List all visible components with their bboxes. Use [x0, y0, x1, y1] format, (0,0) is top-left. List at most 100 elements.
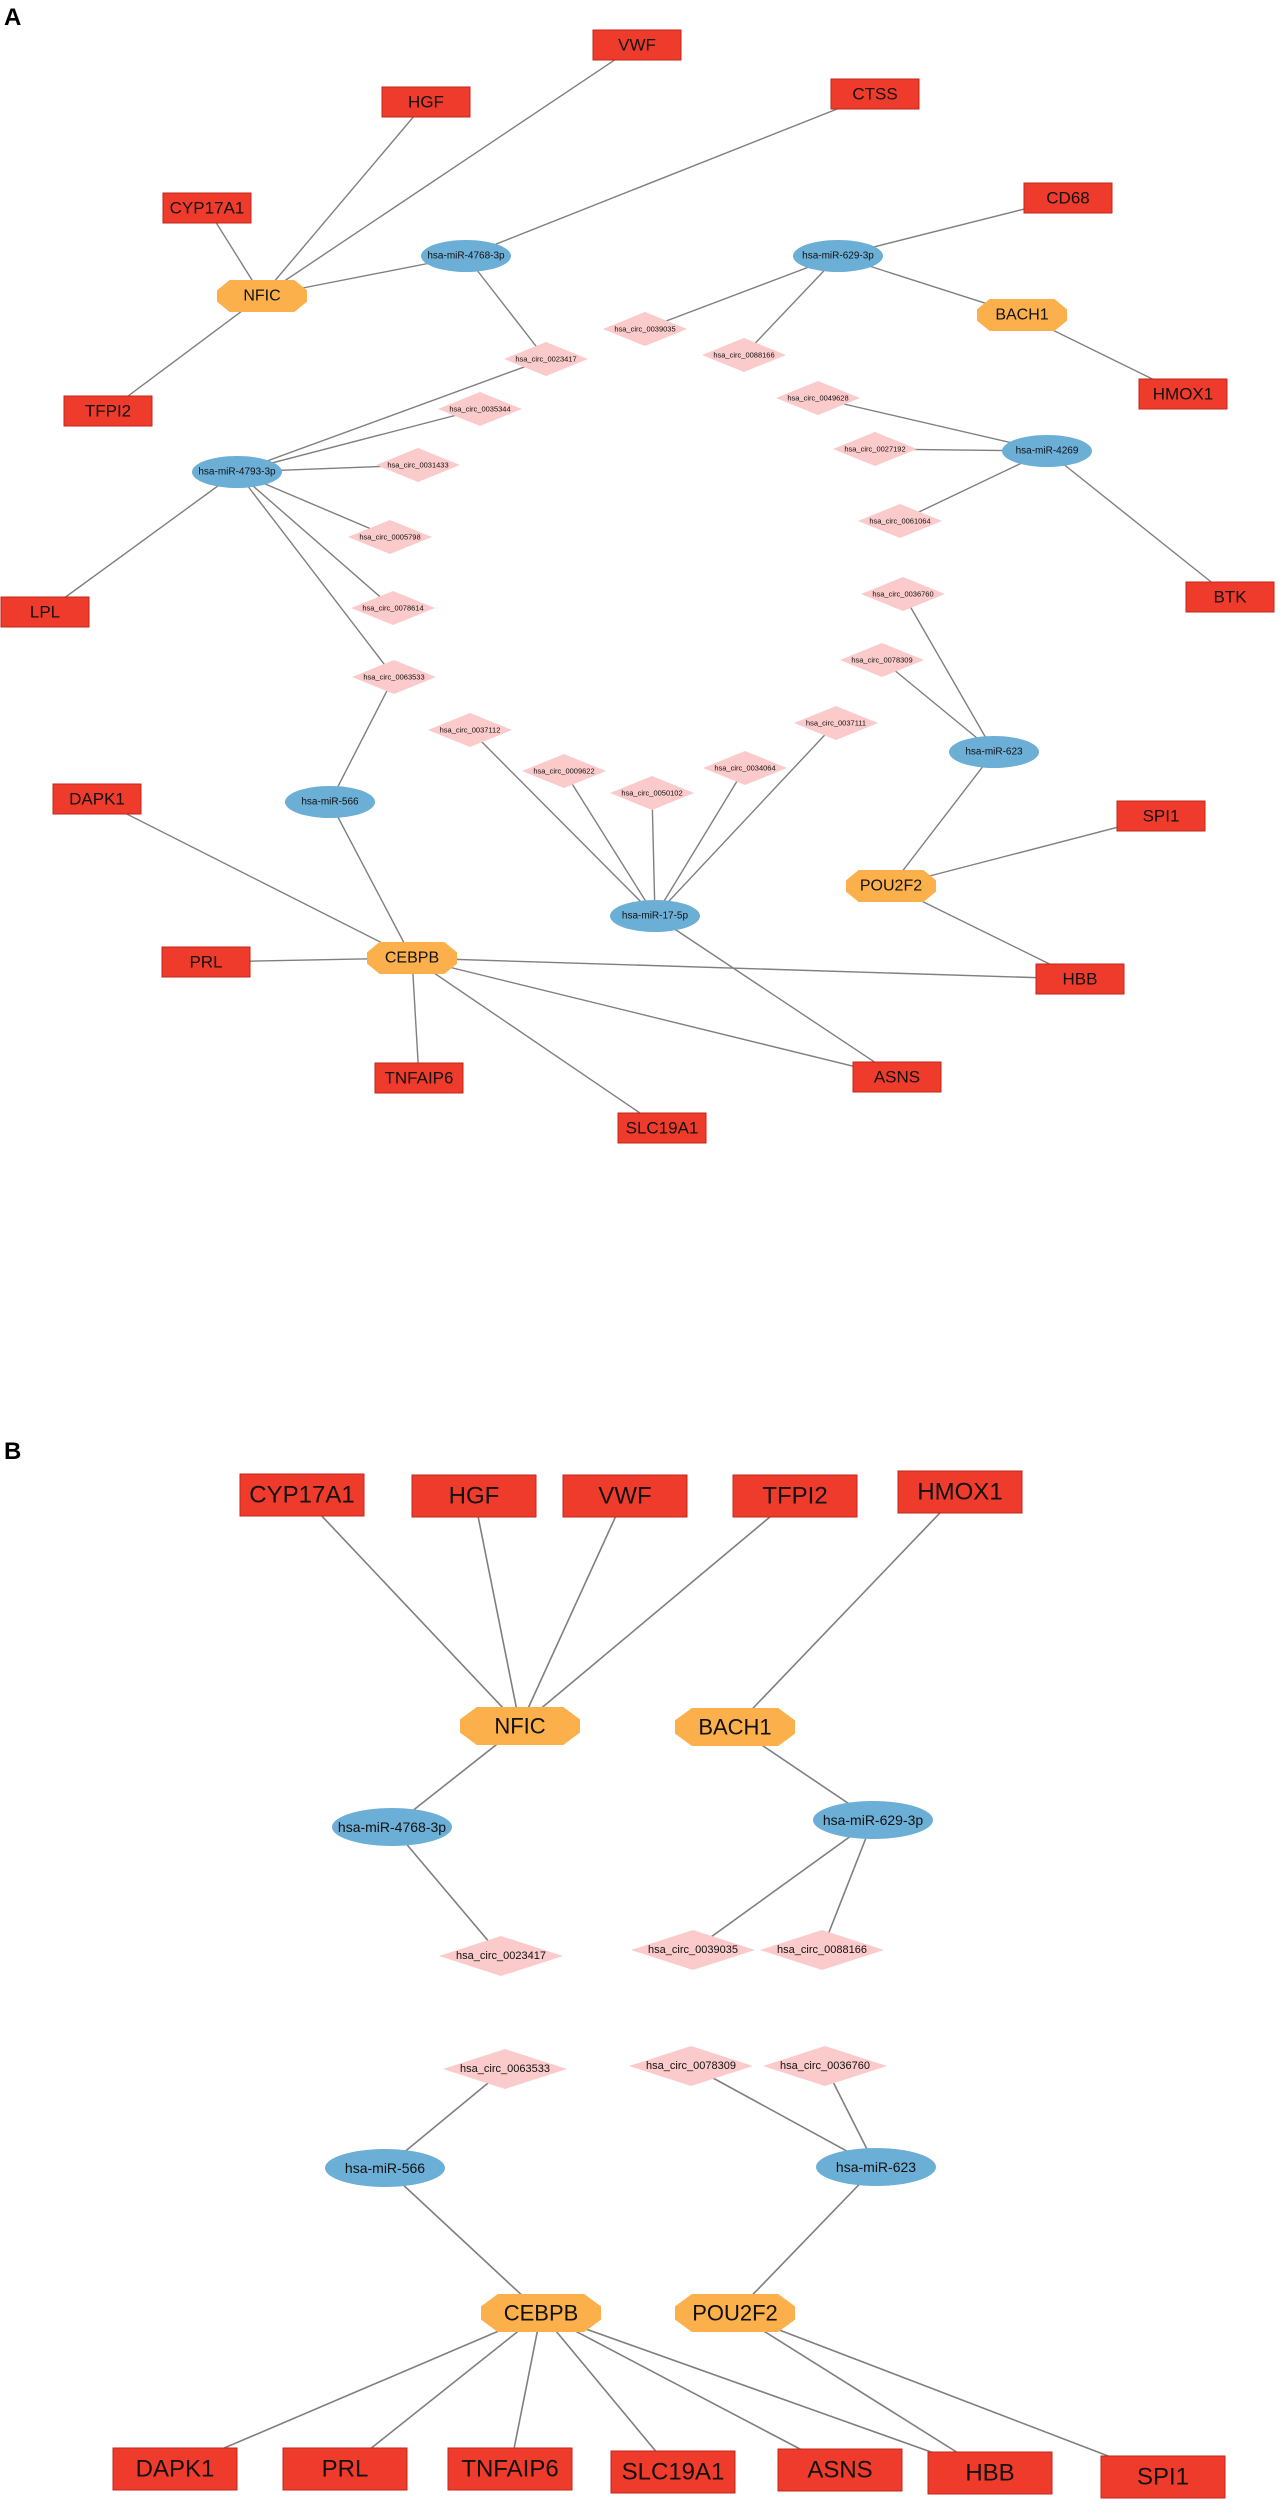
node-tf-cebpb[interactable]: CEBPB	[481, 2294, 601, 2332]
node-mirna-m566[interactable]: hsa-miR-566	[325, 2149, 445, 2187]
node-gene-prl[interactable]: PRL	[161, 946, 251, 978]
node-circ-c005798[interactable]: hsa_circ_0005798	[348, 520, 432, 554]
node-gene-hmox1[interactable]: HMOX1	[897, 1470, 1023, 1514]
node-mirna-m629[interactable]: hsa-miR-629-3p	[793, 240, 883, 272]
node-mirna-m4269[interactable]: hsa-miR-4269	[1002, 435, 1092, 467]
node-circ-c031433[interactable]: hsa_circ_0031433	[376, 448, 460, 482]
node-gene-hbb[interactable]: HBB	[927, 2451, 1053, 2495]
node-circ-c078309[interactable]: hsa_circ_0078309	[840, 643, 924, 677]
node-gene-cd68[interactable]: CD68	[1023, 182, 1113, 214]
node-tf-bach1[interactable]: BACH1	[675, 1708, 795, 1746]
node-label: hsa_circ_0078614	[362, 604, 423, 613]
node-gene-ctss[interactable]: CTSS	[830, 78, 920, 110]
node-tf-nfic[interactable]: NFIC	[217, 280, 307, 312]
node-mirna-m4793[interactable]: hsa-miR-4793-3p	[192, 456, 282, 488]
node-circ-c063533[interactable]: hsa_circ_0063533	[443, 2049, 567, 2089]
node-tf-cebpb[interactable]: CEBPB	[367, 942, 457, 974]
edge-layer	[174, 1491, 1164, 2478]
node-label: CYP17A1	[170, 199, 245, 218]
node-gene-hgf[interactable]: HGF	[381, 86, 471, 118]
edge-m623-pou2f2	[734, 2166, 877, 2314]
gene-node-shape	[381, 86, 471, 118]
node-gene-cyp17a1[interactable]: CYP17A1	[239, 1473, 365, 1517]
node-gene-hgf[interactable]: HGF	[411, 1474, 537, 1518]
node-gene-slc19a1[interactable]: SLC19A1	[617, 1112, 707, 1144]
node-gene-dapk1[interactable]: DAPK1	[112, 2447, 238, 2491]
gene-node-shape	[1100, 2455, 1226, 2499]
node-circ-c035344[interactable]: hsa_circ_0035344	[438, 392, 522, 426]
node-circ-c037112[interactable]: hsa_circ_0037112	[428, 713, 512, 747]
node-gene-slc19a1[interactable]: SLC19A1	[610, 2450, 736, 2494]
node-label: hsa-miR-629-3p	[823, 1812, 924, 1828]
node-label: hsa_circ_0035344	[449, 405, 510, 414]
node-gene-hbb[interactable]: HBB	[1035, 963, 1125, 995]
node-gene-vwf[interactable]: VWF	[592, 29, 682, 61]
circrna-node-shape	[703, 751, 787, 785]
node-gene-asns[interactable]: ASNS	[777, 2448, 903, 2492]
node-circ-c034064[interactable]: hsa_circ_0034064	[703, 751, 787, 785]
node-label: LPL	[30, 603, 60, 622]
edge-m17-c037111	[654, 722, 837, 917]
edge-m4768-c023417	[465, 255, 547, 360]
node-mirna-m629[interactable]: hsa-miR-629-3p	[813, 1801, 933, 1839]
circrna-node-shape	[702, 338, 786, 372]
node-gene-btk[interactable]: BTK	[1185, 581, 1275, 613]
node-circ-c078614[interactable]: hsa_circ_0078614	[351, 591, 435, 625]
node-label: HMOX1	[917, 1479, 1002, 1506]
node-circ-c039035[interactable]: hsa_circ_0039035	[631, 1930, 755, 1970]
node-circ-c023417[interactable]: hsa_circ_0023417	[504, 342, 588, 376]
node-gene-lpl[interactable]: LPL	[0, 596, 90, 628]
edge-m4269-btk	[1046, 450, 1231, 598]
node-tf-nfic[interactable]: NFIC	[460, 1707, 580, 1745]
node-tf-bach1[interactable]: BACH1	[977, 299, 1067, 331]
node-label: hsa_circ_0037112	[440, 726, 501, 735]
node-gene-tnfaip6[interactable]: TNFAIP6	[447, 2447, 573, 2491]
node-circ-c009622[interactable]: hsa_circ_0009622	[522, 754, 606, 788]
node-circ-c063533[interactable]: hsa_circ_0063533	[352, 660, 436, 694]
node-circ-c023417[interactable]: hsa_circ_0023417	[439, 1936, 563, 1976]
node-mirna-m4768[interactable]: hsa-miR-4768-3p	[421, 240, 511, 272]
node-gene-spi1[interactable]: SPI1	[1100, 2455, 1226, 2499]
circrna-node-shape	[631, 1930, 755, 1970]
node-circ-c027192[interactable]: hsa_circ_0027192	[833, 432, 917, 466]
node-label: hsa_circ_0034064	[714, 764, 775, 773]
node-mirna-m566[interactable]: hsa-miR-566	[285, 786, 375, 818]
node-gene-spi1[interactable]: SPI1	[1116, 800, 1206, 832]
node-gene-dapk1[interactable]: DAPK1	[52, 783, 142, 815]
node-circ-c061064[interactable]: hsa_circ_0061064	[858, 504, 942, 538]
node-label: hsa_circ_0036760	[872, 590, 933, 599]
edge-m17-c037112	[469, 729, 656, 917]
edge-pou2f2-hbb	[734, 2312, 991, 2474]
node-gene-prl[interactable]: PRL	[282, 2447, 408, 2491]
node-circ-c078309[interactable]: hsa_circ_0078309	[629, 2046, 753, 2086]
node-tf-pou2f2[interactable]: POU2F2	[675, 2294, 795, 2332]
edge-m17-asns	[654, 915, 898, 1078]
node-circ-c036760[interactable]: hsa_circ_0036760	[763, 2046, 887, 2086]
node-gene-tfpi2[interactable]: TFPI2	[732, 1474, 858, 1518]
node-gene-tfpi2[interactable]: TFPI2	[63, 395, 153, 427]
node-label: HMOX1	[1153, 385, 1213, 404]
node-circ-c088166[interactable]: hsa_circ_0088166	[760, 1930, 884, 1970]
node-mirna-m17[interactable]: hsa-miR-17-5p	[610, 900, 700, 932]
node-label: TFPI2	[85, 402, 131, 421]
edge-m4793-c078614	[236, 471, 394, 609]
gene-node-shape	[52, 783, 142, 815]
node-label: SPI1	[1143, 807, 1180, 826]
node-gene-asns[interactable]: ASNS	[852, 1061, 942, 1093]
node-circ-c036760[interactable]: hsa_circ_0036760	[861, 577, 945, 611]
node-mirna-m4768[interactable]: hsa-miR-4768-3p	[332, 1808, 452, 1846]
node-mirna-m623[interactable]: hsa-miR-623	[949, 736, 1039, 768]
node-circ-c088166[interactable]: hsa_circ_0088166	[702, 338, 786, 372]
node-circ-c039035[interactable]: hsa_circ_0039035	[603, 312, 687, 346]
node-mirna-m623[interactable]: hsa-miR-623	[816, 2148, 936, 2186]
node-circ-c050102[interactable]: hsa_circ_0050102	[610, 776, 694, 810]
node-circ-c049628[interactable]: hsa_circ_0049628	[776, 381, 860, 415]
node-gene-vwf[interactable]: VWF	[562, 1474, 688, 1518]
node-gene-tnfaip6[interactable]: TNFAIP6	[374, 1062, 464, 1094]
gene-node-shape	[777, 2448, 903, 2492]
node-gene-cyp17a1[interactable]: CYP17A1	[162, 192, 252, 224]
node-gene-hmox1[interactable]: HMOX1	[1138, 378, 1228, 410]
panel-a-label: A	[4, 4, 22, 31]
node-tf-pou2f2[interactable]: POU2F2	[846, 870, 936, 902]
node-circ-c037111[interactable]: hsa_circ_0037111	[794, 706, 878, 740]
